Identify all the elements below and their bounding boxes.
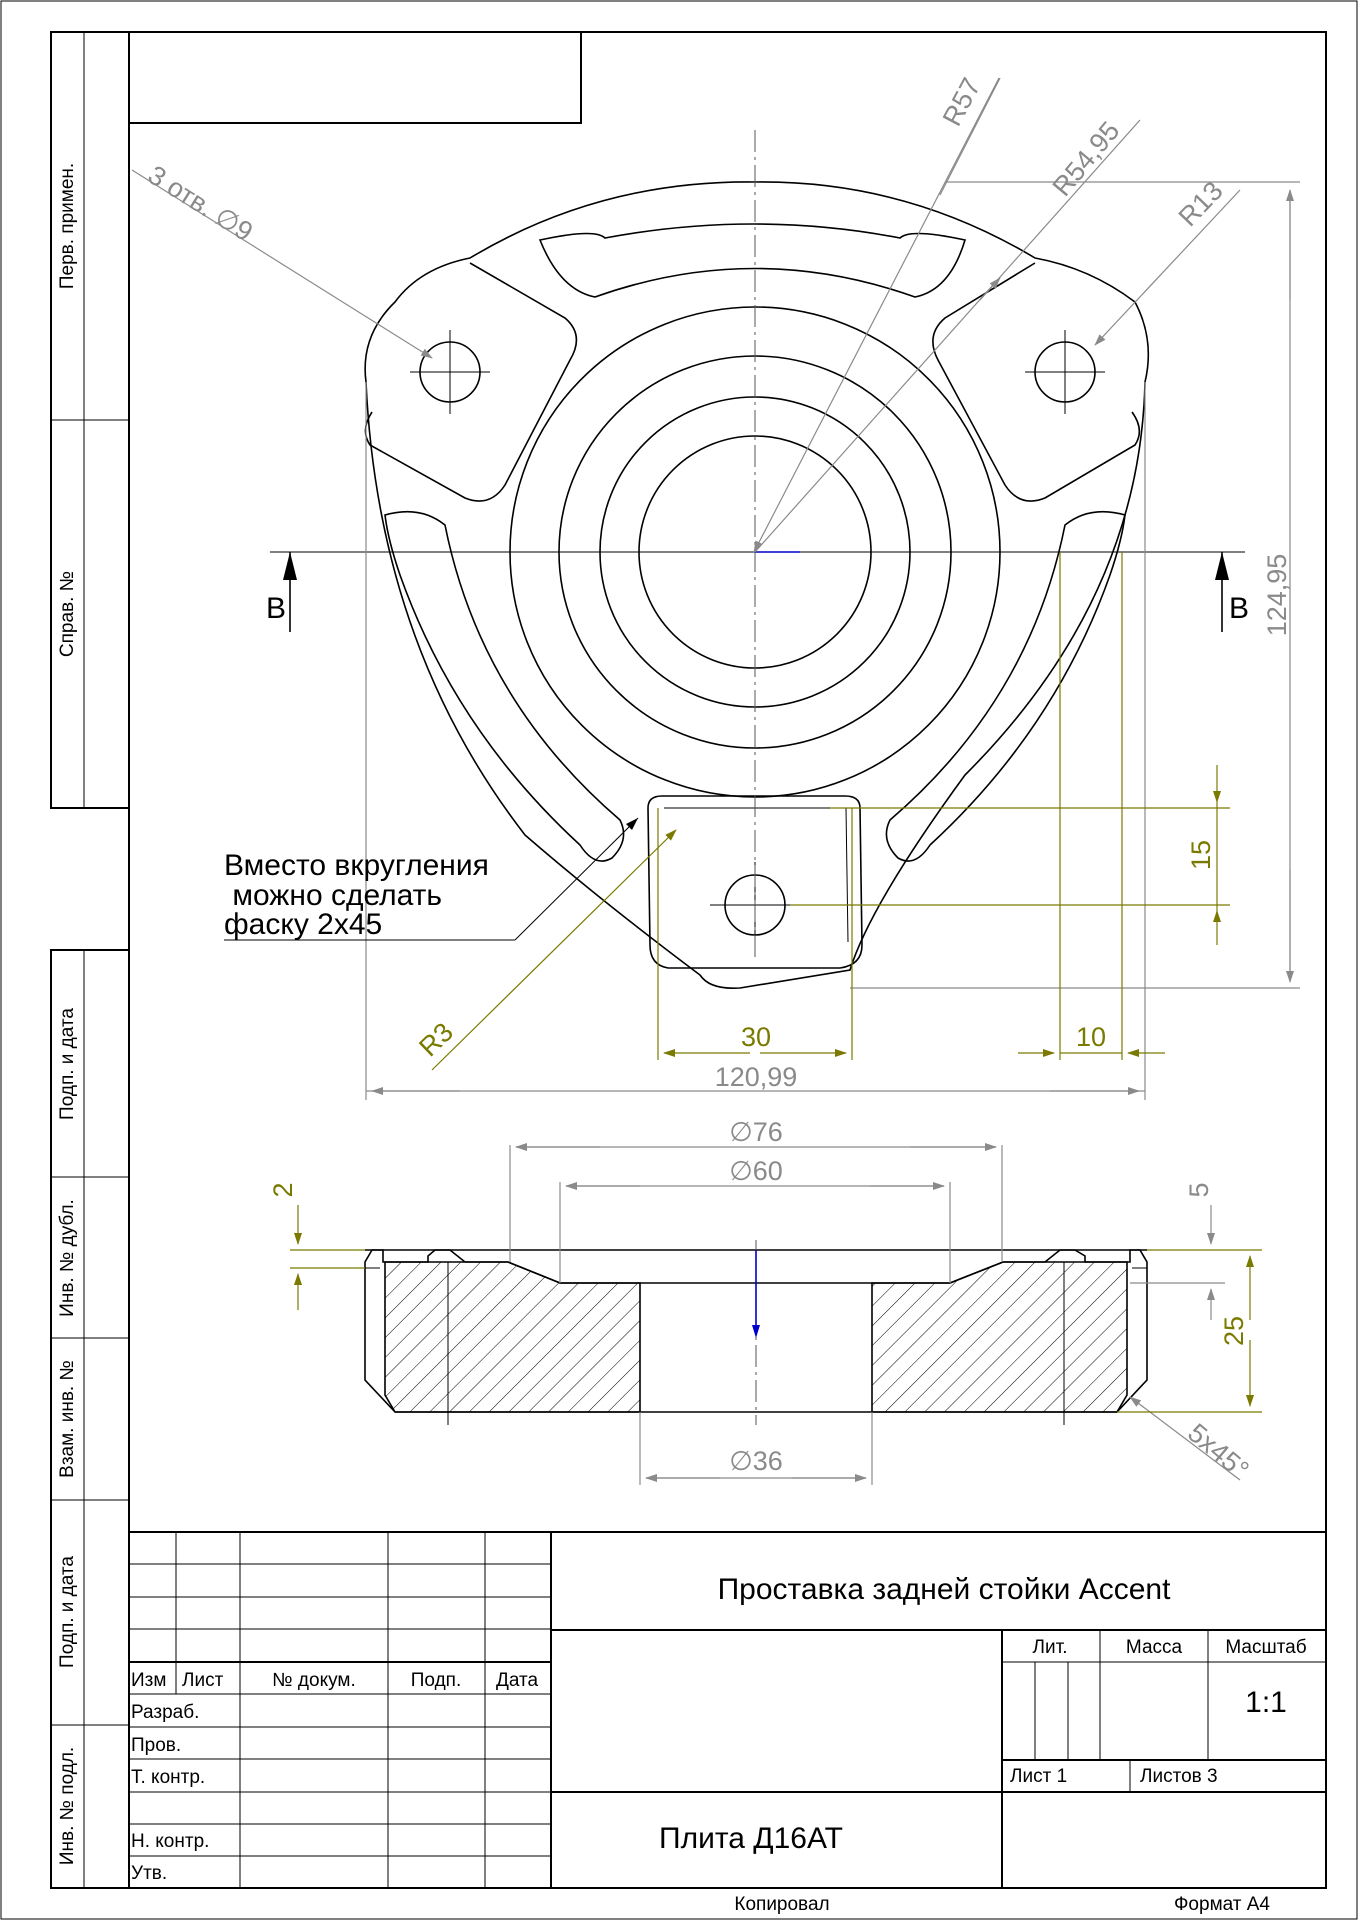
note-line-2: можно сделать xyxy=(224,879,442,912)
dim-12099: 120,99 xyxy=(715,1062,798,1092)
note-line-1: Вместо вкругления xyxy=(224,849,489,882)
role-prov: Пров. xyxy=(131,1735,181,1756)
col-list: Лист xyxy=(182,1670,224,1691)
sheets-count: Листов 3 xyxy=(1140,1766,1218,1787)
dim-15: 15 xyxy=(1186,840,1216,870)
dim-d76: ∅76 xyxy=(729,1117,783,1147)
footer-copied: Копировал xyxy=(734,1894,829,1915)
dim-2: 2 xyxy=(268,1182,298,1197)
role-t-kontr: Т. контр. xyxy=(131,1767,205,1788)
dim-10: 10 xyxy=(1076,1022,1106,1052)
col-data: Дата xyxy=(496,1670,539,1691)
outer-contour xyxy=(364,181,1150,990)
scale-value: 1:1 xyxy=(1245,1686,1287,1719)
hatch-right xyxy=(871,1261,1128,1413)
material: Плита Д16АТ xyxy=(659,1822,843,1855)
mass-label: Масса xyxy=(1126,1637,1183,1658)
section-label-left: В xyxy=(266,592,286,625)
stamp-podp-data-1: Подп. и дата xyxy=(57,1008,78,1120)
dim-chamfer: 5х45° xyxy=(1182,1418,1254,1486)
drawing-title: Проставка задней стойки Accent xyxy=(718,1573,1171,1606)
olive-dimensions-section: 2 25 xyxy=(268,1182,1262,1413)
role-utv: Утв. xyxy=(131,1863,167,1884)
hatch-left xyxy=(384,1261,641,1413)
pocket-right-lower xyxy=(885,510,1126,862)
stamp-podp-data-2: Подп. и дата xyxy=(57,1556,78,1668)
dim-r3: R3 xyxy=(413,1017,459,1063)
footer: Копировал Формат А4 xyxy=(734,1894,1270,1915)
section-label-right: В xyxy=(1229,592,1249,625)
stamp-vzam-inv: Взам. инв. № xyxy=(57,1360,78,1478)
pocket-top xyxy=(538,223,967,298)
col-dokum: № докум. xyxy=(272,1670,355,1691)
role-n-kontr: Н. контр. xyxy=(131,1831,209,1852)
dim-30: 30 xyxy=(741,1022,771,1052)
stamp-inv-podl: Инв. № подл. xyxy=(57,1747,78,1865)
section-view xyxy=(364,1240,1148,1425)
stamp-inv-dubl: Инв. № дубл. xyxy=(57,1199,78,1317)
title-block: Изм Лист № докум. Подп. Дата Разраб. Про… xyxy=(129,1531,1326,1888)
footer-format: Формат А4 xyxy=(1174,1894,1270,1915)
pocket-left-lower xyxy=(384,510,625,862)
pocket-right xyxy=(932,262,1141,502)
stamp-sprav: Справ. № xyxy=(57,571,78,657)
col-podp: Подп. xyxy=(411,1670,461,1691)
side-stamps: Перв. примен. Справ. № Подп. и дата Инв.… xyxy=(57,163,78,1865)
col-izm: Изм xyxy=(131,1670,166,1691)
role-razrab: Разраб. xyxy=(131,1702,199,1723)
section-outline xyxy=(364,1249,1148,1413)
dim-r13: R13 xyxy=(1173,176,1229,232)
dim-d60: ∅60 xyxy=(729,1156,783,1186)
top-view-dimensions: R57 R54,95 R13 3 отв. ∅9 124,95 120,99 xyxy=(131,73,1300,1100)
scale-label: Масштаб xyxy=(1225,1637,1306,1658)
dim-r57: R57 xyxy=(937,73,987,131)
dim-holes: 3 отв. ∅9 xyxy=(143,160,258,248)
dim-25: 25 xyxy=(1219,1316,1249,1346)
section-markers: В В xyxy=(266,552,1249,632)
sheet-number: Лист 1 xyxy=(1010,1766,1067,1787)
lit-label: Лит. xyxy=(1033,1637,1068,1658)
dim-r5495: R54,95 xyxy=(1047,116,1126,202)
note: Вместо вкругления можно сделать фаску 2х… xyxy=(224,817,639,941)
dim-d36: ∅36 xyxy=(729,1446,783,1476)
dim-5: 5 xyxy=(1184,1182,1214,1197)
dim-12495: 124,95 xyxy=(1262,554,1292,637)
stamp-perv-primen: Перв. примен. xyxy=(57,163,78,289)
olive-dimensions-top: 15 30 10 R3 xyxy=(413,552,1230,1071)
note-line-3: фаску 2х45 xyxy=(224,908,382,941)
